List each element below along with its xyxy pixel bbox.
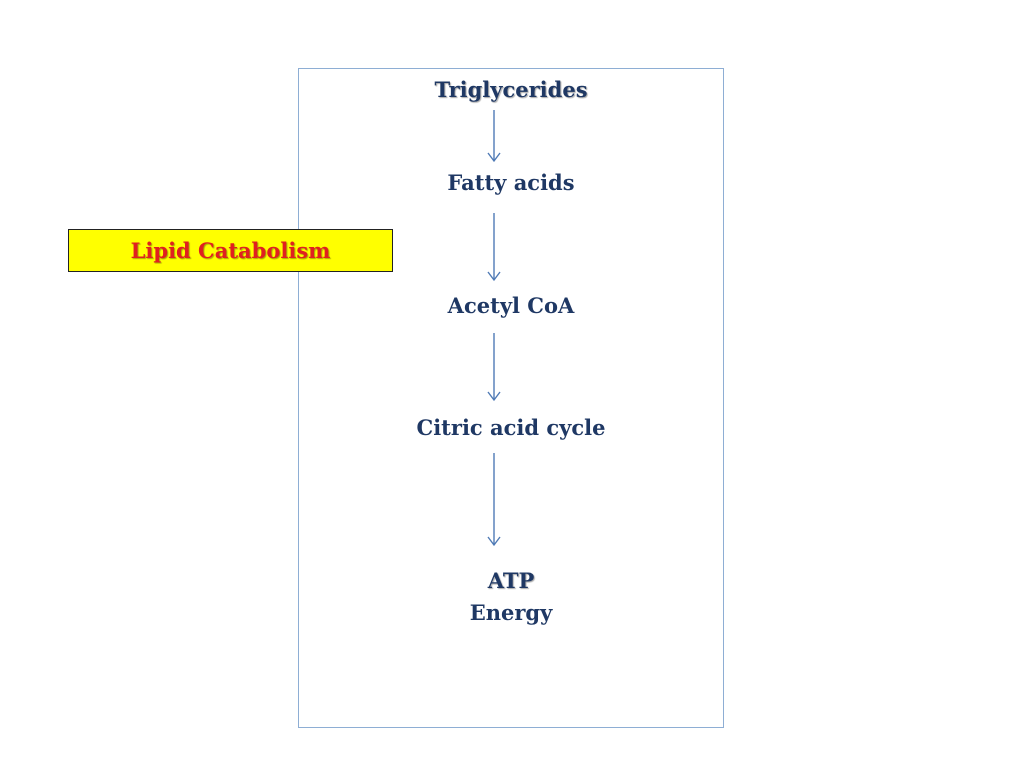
step-acetyl-coa: Acetyl CoA	[447, 293, 575, 318]
arrow-fatty-acids-to-acetyl-coa	[487, 213, 501, 282]
step-triglycerides: Triglycerides	[434, 77, 588, 102]
step-fatty-acids: Fatty acids	[447, 170, 575, 195]
pathway-box	[298, 68, 724, 728]
step-citric-acid-cycle: Citric acid cycle	[416, 415, 606, 440]
arrow-citric-acid-cycle-to-atp	[487, 453, 501, 547]
lipid-catabolism-label: Lipid Catabolism	[68, 229, 393, 272]
arrow-acetyl-coa-to-citric-acid-cycle	[487, 333, 501, 402]
arrow-triglycerides-to-fatty-acids	[487, 110, 501, 163]
step-atp: ATP	[487, 568, 535, 593]
step-atp-energy: Energy	[469, 600, 553, 625]
